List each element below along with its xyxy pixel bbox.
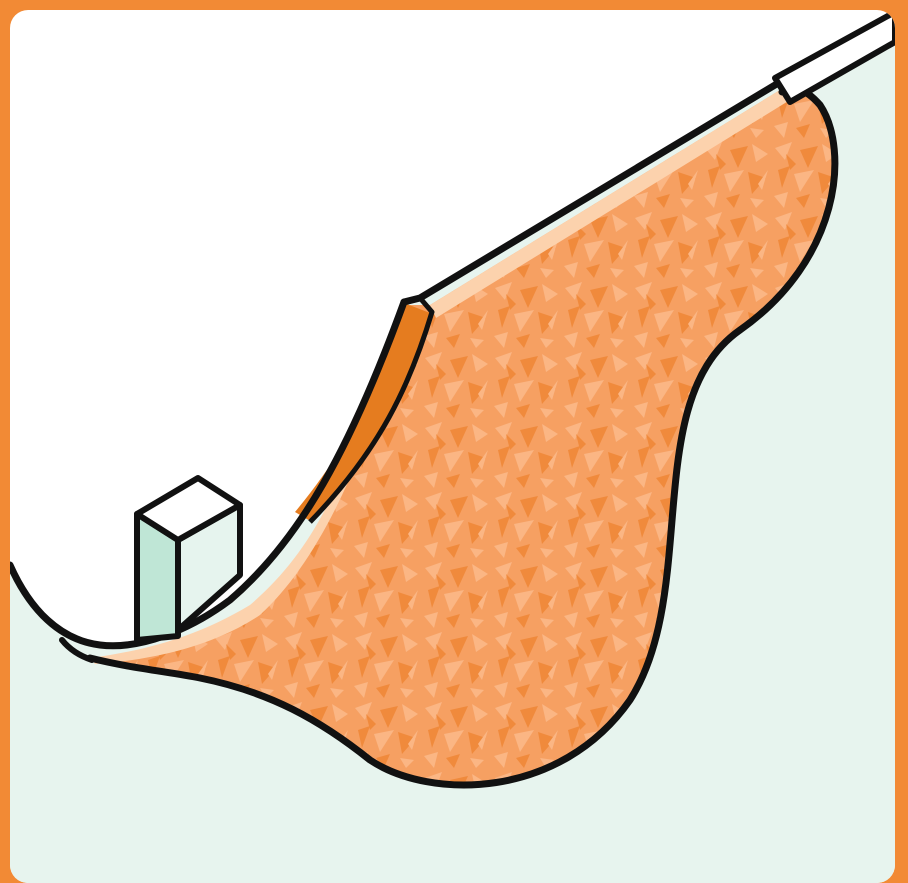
landslide-illustration (10, 10, 895, 883)
diagram-panel (10, 10, 895, 883)
